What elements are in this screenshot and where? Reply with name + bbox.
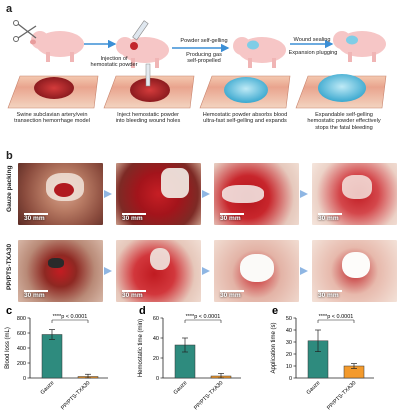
- skin-section: [7, 75, 99, 109]
- y-tick-label: 0: [23, 376, 26, 382]
- y-tick-label: 40: [286, 328, 292, 334]
- syringe-icon: [132, 20, 149, 41]
- panel-a-schematic: [7, 20, 387, 109]
- step-caption-1: Swine subclavian artery/vein transection…: [14, 112, 90, 125]
- scale-bar: 30 mm: [220, 290, 244, 299]
- panel-letter: e: [272, 305, 278, 317]
- scale-bar: 30 mm: [24, 290, 48, 299]
- arrow-label-plugging: Expansion plugging: [288, 50, 338, 56]
- pig-icon: [333, 31, 386, 62]
- scale-bar: 30 mm: [318, 213, 342, 222]
- flow-arrow: [202, 190, 210, 198]
- pig-icon: [116, 37, 169, 68]
- y-tick-label: 10: [286, 364, 292, 370]
- y-axis-label: Blood loss (mL): [5, 327, 11, 369]
- row-label-gauze: Gauze packing: [6, 165, 13, 212]
- panel-letter: c: [6, 305, 12, 317]
- flow-arrow: [104, 267, 112, 275]
- arrow-label-sealing: Wound sealing: [293, 37, 331, 43]
- step-caption-4: Expandable self-gelling hemostatic powde…: [307, 112, 381, 131]
- arrow-label-self-gelling: Powder self-gelling: [180, 38, 228, 44]
- y-tick-label: 60: [153, 316, 159, 322]
- y-tick-label: 600: [17, 331, 26, 337]
- category-label: Gauze: [173, 380, 189, 396]
- flow-arrow: [300, 190, 308, 198]
- category-label: PP/PTS-TXA30: [193, 380, 224, 411]
- scale-bar: 30 mm: [318, 290, 342, 299]
- significance-label: ****p < 0.0001: [53, 314, 88, 320]
- step-caption-3: Hemostatic powder absorbs blood ultra-fa…: [202, 112, 288, 125]
- flow-arrow: [300, 267, 308, 275]
- category-label: Gauze: [306, 380, 322, 396]
- skin-section: [103, 63, 195, 109]
- photo-gauze-3: 30 mm: [214, 163, 299, 225]
- category-label: PP/PTS-TXA30: [60, 380, 91, 411]
- photo-pp-1: 30 mm: [18, 240, 103, 302]
- y-tick-label: 20: [153, 356, 159, 362]
- flow-arrow: [202, 267, 210, 275]
- photo-pp-2: 30 mm: [116, 240, 201, 302]
- pig-icon: [233, 37, 286, 68]
- photo-pp-4: 30 mm: [312, 240, 397, 302]
- y-axis-label: Hemostatic time (min): [138, 319, 144, 377]
- panel-a-letter: a: [6, 3, 13, 15]
- y-tick-label: 200: [17, 361, 26, 367]
- photo-gauze-4: 30 mm: [312, 163, 397, 225]
- y-tick-label: 20: [286, 352, 292, 358]
- row-label-pp: PP/PTS-TXA30: [6, 243, 13, 290]
- panel-letter: d: [139, 305, 146, 317]
- bar: [41, 334, 63, 379]
- skin-section: [295, 74, 387, 109]
- step-caption-2: Inject hemostatic powder into bleeding w…: [115, 112, 181, 125]
- photo-gauze-2: 30 mm: [116, 163, 201, 225]
- pig-icon: [30, 31, 84, 62]
- y-tick-label: 0: [156, 376, 159, 382]
- scale-bar: 30 mm: [220, 213, 244, 222]
- category-label: PP/PTS-TXA30: [326, 380, 357, 411]
- y-axis-label: Application time (s): [271, 322, 277, 373]
- photo-gauze-1: 30 mm: [18, 163, 103, 225]
- y-tick-label: 0: [289, 376, 292, 382]
- significance-label: ****p < 0.0001: [319, 314, 354, 320]
- photo-pp-3: 30 mm: [214, 240, 299, 302]
- skin-section: [199, 75, 291, 109]
- scale-bar: 30 mm: [122, 213, 146, 222]
- significance-label: ****p < 0.0001: [186, 314, 221, 320]
- flow-arrow: [104, 190, 112, 198]
- arrow-label-injection: Injection of hemostatic powder: [90, 56, 138, 69]
- arrow-label-gas: Producing gas self-propelled: [186, 52, 222, 65]
- y-tick-label: 30: [286, 340, 292, 346]
- scale-bar: 30 mm: [24, 213, 48, 222]
- y-tick-label: 400: [17, 346, 26, 352]
- y-tick-label: 40: [153, 336, 159, 342]
- y-tick-label: 800: [17, 316, 26, 322]
- scissors-icon: [13, 20, 37, 42]
- y-tick-label: 50: [286, 316, 292, 322]
- category-label: Gauze: [40, 380, 56, 396]
- panel-b-letter: b: [6, 150, 13, 162]
- scale-bar: 30 mm: [122, 290, 146, 299]
